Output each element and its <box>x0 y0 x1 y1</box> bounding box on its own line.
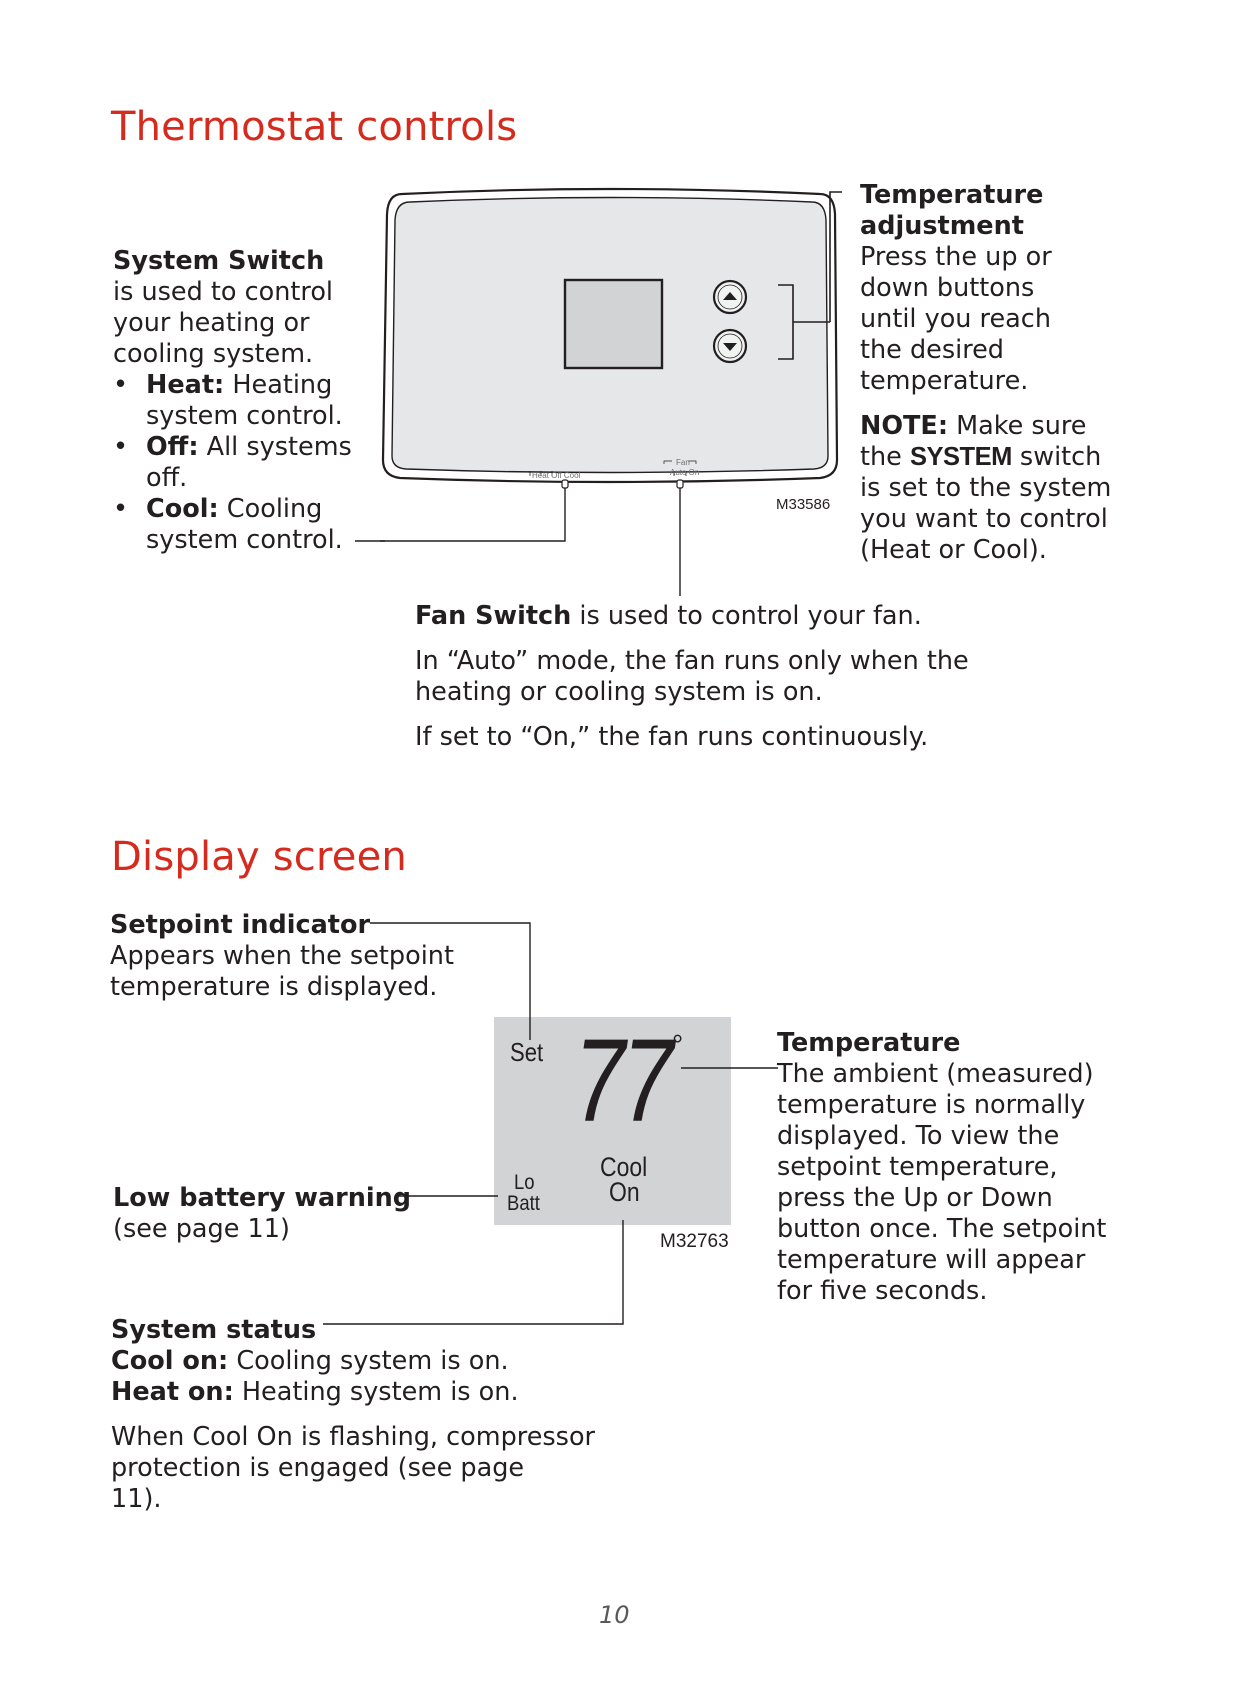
system-switch-bullet-off: Off: All systems off. <box>113 432 373 494</box>
note-line: you want to control <box>860 504 1108 534</box>
section-title-thermostat-controls: Thermostat controls <box>111 104 518 150</box>
temperature-line: setpoint temperature, <box>777 1152 1058 1182</box>
system-switch-intro-line: cooling system. <box>113 339 314 369</box>
system-status-description: System status Cool on: Cooling system is… <box>111 1315 631 1515</box>
note-line: is set to the system <box>860 473 1112 503</box>
system-status-heading: System status <box>111 1315 317 1345</box>
temperature-adjustment-line: the desired <box>860 335 1004 365</box>
up-button-icon <box>712 279 748 315</box>
temperature-line: button once. The setpoint <box>777 1214 1107 1244</box>
fan-switch-line: heating or cooling system is on. <box>415 677 823 707</box>
temperature-adjustment-heading-line2: adjustment <box>860 211 1024 241</box>
system-switch-bullet-cool: Cool: Cooling system control. <box>113 494 373 556</box>
system-switch-intro-line: is used to control <box>113 277 333 307</box>
note-line: NOTE: Make sure <box>860 411 1087 441</box>
thermostat-illustration <box>380 187 842 596</box>
section-title-display-screen: Display screen <box>111 834 407 880</box>
temperature-adjustment-line: Press the up or <box>860 242 1052 272</box>
fan-switch-line: If set to “On,” the fan runs continuousl… <box>415 722 929 752</box>
lcd-temperature-reading: 77 <box>574 1015 673 1147</box>
device-model-number: M33586 <box>776 496 831 513</box>
temperature-adjustment-description: Temperature adjustment Press the up or d… <box>860 180 1160 566</box>
lcd-cool-indicator: Cool <box>600 1152 648 1182</box>
system-switch-heading: System Switch <box>113 246 325 276</box>
system-switch-device-label: Heat Off Cool <box>532 471 581 480</box>
system-switch-bullet-heat: Heat: Heating system control. <box>113 370 373 432</box>
system-status-line: 11). <box>111 1484 162 1514</box>
setpoint-indicator-line: Appears when the setpoint <box>110 941 454 971</box>
fan-switch-device-label: Fan <box>676 458 690 467</box>
temperature-line: temperature will appear <box>777 1245 1086 1275</box>
temperature-line: The ambient (measured) <box>777 1059 1094 1089</box>
temperature-line: displayed. To view the <box>777 1121 1060 1151</box>
down-button-icon <box>712 328 748 364</box>
fan-switch-heading-line: Fan Switch is used to control your fan. <box>415 601 922 631</box>
lcd-lo-indicator: Lo <box>514 1171 535 1194</box>
low-battery-description: Low battery warning (see page 11) <box>113 1183 413 1245</box>
lcd-model-number: M32763 <box>660 1231 729 1252</box>
lcd-set-indicator: Set <box>510 1037 544 1067</box>
system-status-line: When Cool On is flashing, compressor <box>111 1422 596 1452</box>
temperature-adjustment-heading: Temperature <box>860 180 1044 210</box>
lcd-display <box>494 1017 731 1225</box>
note-line: the SYSTEM switch <box>860 442 1102 472</box>
system-status-heat-on: Heat on: Heating system is on. <box>111 1377 519 1407</box>
setpoint-indicator-description: Setpoint indicator Appears when the setp… <box>110 910 470 1003</box>
low-battery-page-ref: (see page 11) <box>113 1214 290 1244</box>
lcd-on-indicator: On <box>609 1177 640 1207</box>
lcd-batt-indicator: Batt <box>507 1192 540 1215</box>
temperature-heading: Temperature <box>777 1028 961 1058</box>
system-status-cool-on: Cool on: Cooling system is on. <box>111 1346 509 1376</box>
temperature-line: for five seconds. <box>777 1276 988 1306</box>
temperature-line: temperature is normally <box>777 1090 1086 1120</box>
page-number: 10 <box>599 1601 630 1629</box>
note-line: (Heat or Cool). <box>860 535 1047 565</box>
fan-switch-description: Fan Switch is used to control your fan. … <box>415 601 1015 753</box>
temperature-adjustment-line: temperature. <box>860 366 1029 396</box>
system-status-line: protection is engaged (see page <box>111 1453 525 1483</box>
fan-switch-line: In “Auto” mode, the fan runs only when t… <box>415 646 969 676</box>
setpoint-indicator-heading: Setpoint indicator <box>110 910 371 940</box>
temperature-line: press the Up or Down <box>777 1183 1053 1213</box>
setpoint-indicator-line: temperature is displayed. <box>110 972 438 1002</box>
lcd-degree-symbol: ° <box>672 1029 684 1060</box>
temperature-adjustment-line: down buttons <box>860 273 1035 303</box>
temperature-description: Temperature The ambient (measured) tempe… <box>777 1028 1137 1307</box>
system-switch-description: System Switch is used to control your he… <box>113 246 373 556</box>
low-battery-heading: Low battery warning <box>113 1183 412 1213</box>
system-switch-intro-line: your heating or <box>113 308 310 338</box>
temperature-adjustment-line: until you reach <box>860 304 1051 334</box>
fan-switch-device-options: Auto On <box>670 468 700 477</box>
